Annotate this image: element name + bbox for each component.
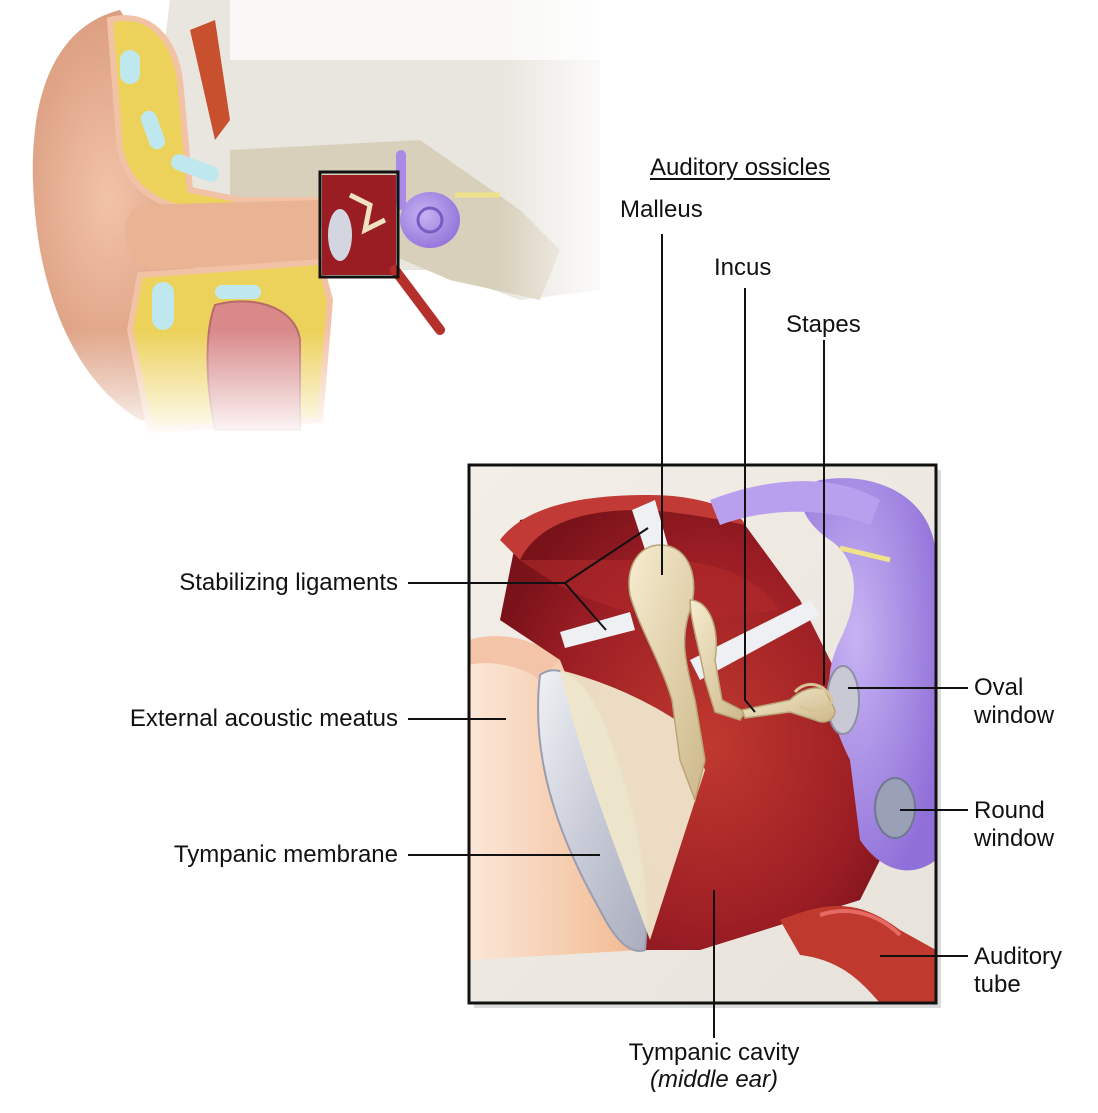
cartilage-4 — [152, 282, 174, 330]
label-stapes: Stapes — [786, 311, 861, 338]
label-tympanic-membrane: Tympanic membrane — [173, 841, 398, 868]
label-tympanic-cavity: Tympanic cavity — [628, 1039, 800, 1066]
facial-nerve-detail — [839, 545, 891, 563]
cartilage-5 — [215, 285, 261, 299]
label-malleus: Malleus — [620, 196, 703, 223]
label-stabilizing-ligaments: Stabilizing ligaments — [179, 569, 398, 596]
label-oval-window-line1: Oval — [974, 674, 1024, 701]
ossicles-small — [348, 192, 387, 235]
label-tympanic-cavity-note: (middle ear) — [649, 1066, 779, 1093]
scalp-muscle — [190, 20, 230, 140]
overview-fade-bottom — [0, 330, 620, 440]
label-incus: Incus — [714, 254, 772, 281]
cartilage-3 — [171, 154, 219, 182]
label-oval-window-line2: window — [974, 702, 1055, 729]
label-round-window-line2: window — [974, 825, 1055, 852]
cartilage-1 — [120, 50, 140, 84]
ligament-left — [560, 612, 635, 648]
cochlea-small — [400, 192, 460, 248]
leader-ligaments-upper — [564, 527, 649, 584]
leader-incus — [744, 288, 756, 713]
overview-zoom-box — [318, 170, 400, 279]
round-window — [874, 777, 916, 839]
label-round-window-line1: Round — [974, 797, 1045, 824]
tympanic-membrane-cone — [560, 670, 705, 940]
meatus-fold — [469, 636, 560, 680]
inner-ear-vestibule — [801, 478, 936, 871]
cavity-rim — [500, 495, 745, 560]
label-auditory-tube-line1: Auditory — [974, 943, 1063, 970]
auditory-tube-highlight — [819, 909, 902, 937]
ligament-right — [690, 600, 820, 680]
cochlea-spiral — [416, 206, 444, 234]
tympanic-membrane-small — [328, 209, 352, 261]
label-external-acoustic-meatus: External acoustic meatus — [129, 705, 398, 732]
middle-ear-detail — [467, 463, 941, 1008]
label-auditory-tube-line2: tube — [974, 971, 1021, 998]
semicircular-canal-detail — [710, 481, 880, 525]
stapes-arch — [793, 683, 834, 713]
incus — [689, 599, 747, 721]
cartilage-2 — [140, 110, 166, 150]
malleus — [628, 544, 706, 803]
stapes — [740, 687, 836, 723]
leader-ligaments-lower — [564, 582, 607, 631]
overview-ear-illustration — [0, 0, 620, 440]
detail-frame — [467, 463, 938, 1005]
auditory-tube-small — [390, 265, 445, 335]
overview-fade-top — [230, 0, 620, 60]
diagram-title: Auditory ossicles — [650, 154, 831, 181]
leader-lines — [408, 234, 968, 1038]
ear-canal — [125, 200, 320, 270]
